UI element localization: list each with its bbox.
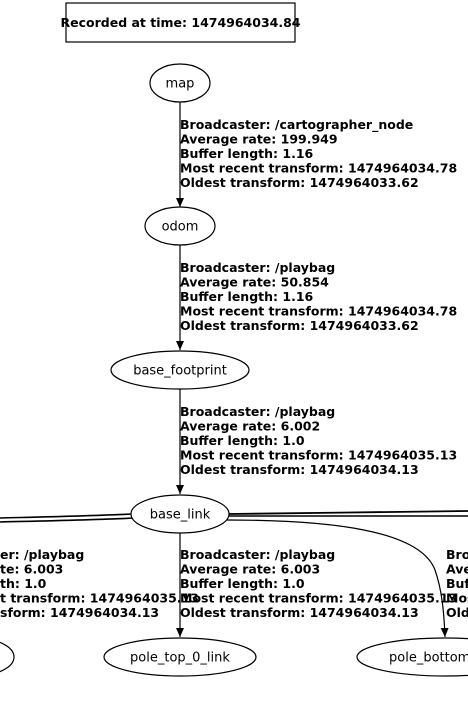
edge-base-link-pole-bottom [225,519,449,638]
node-label-map: map [166,77,195,92]
node-label-base-link: base_link [150,508,211,523]
node-base-link[interactable]: base_link [130,494,230,534]
edge-label-base-link-pole-top: Broadcaster: /playbag Average rate: 6.00… [180,547,461,620]
node-left-partial[interactable] [0,638,15,676]
edge-base-link-right-a [227,510,468,515]
node-label-pole-bottom: pole_bottom_ [389,651,468,666]
node-base-footprint[interactable]: base_footprint [110,350,250,390]
node-pole-top-0-link[interactable]: pole_top_0_link [103,637,257,677]
edge-label-odom-base-footprint: Broadcaster: /playbag Average rate: 50.8… [180,260,461,333]
edge-base-link-left-a [0,513,133,519]
node-odom[interactable]: odom [144,206,216,246]
node-map[interactable]: map [149,63,211,103]
node-label-base-footprint: base_footprint [133,364,227,379]
edge-label-base-footprint-base-link: Broadcaster: /playbag Average rate: 6.00… [180,404,461,477]
edge-label-base-link-right: Broa Ave Bufl Mos Olde [446,547,468,620]
recorded-time-box: Recorded at time: 1474964034.84 [61,2,301,43]
edge-label-map-odom: Broadcaster: /cartographer_node Average … [180,117,461,190]
recorded-time-label: Recorded at time: 1474964034.84 [61,15,301,30]
edge-label-base-link-left: er: /playbag te: 6.003 th: 1.0 t transfo… [0,547,203,620]
edge-base-link-left-b [0,517,135,523]
node-label-odom: odom [162,220,199,235]
node-pole-bottom[interactable]: pole_bottom_ [356,637,468,677]
node-label-pole-top-0-link: pole_top_0_link [130,651,230,666]
